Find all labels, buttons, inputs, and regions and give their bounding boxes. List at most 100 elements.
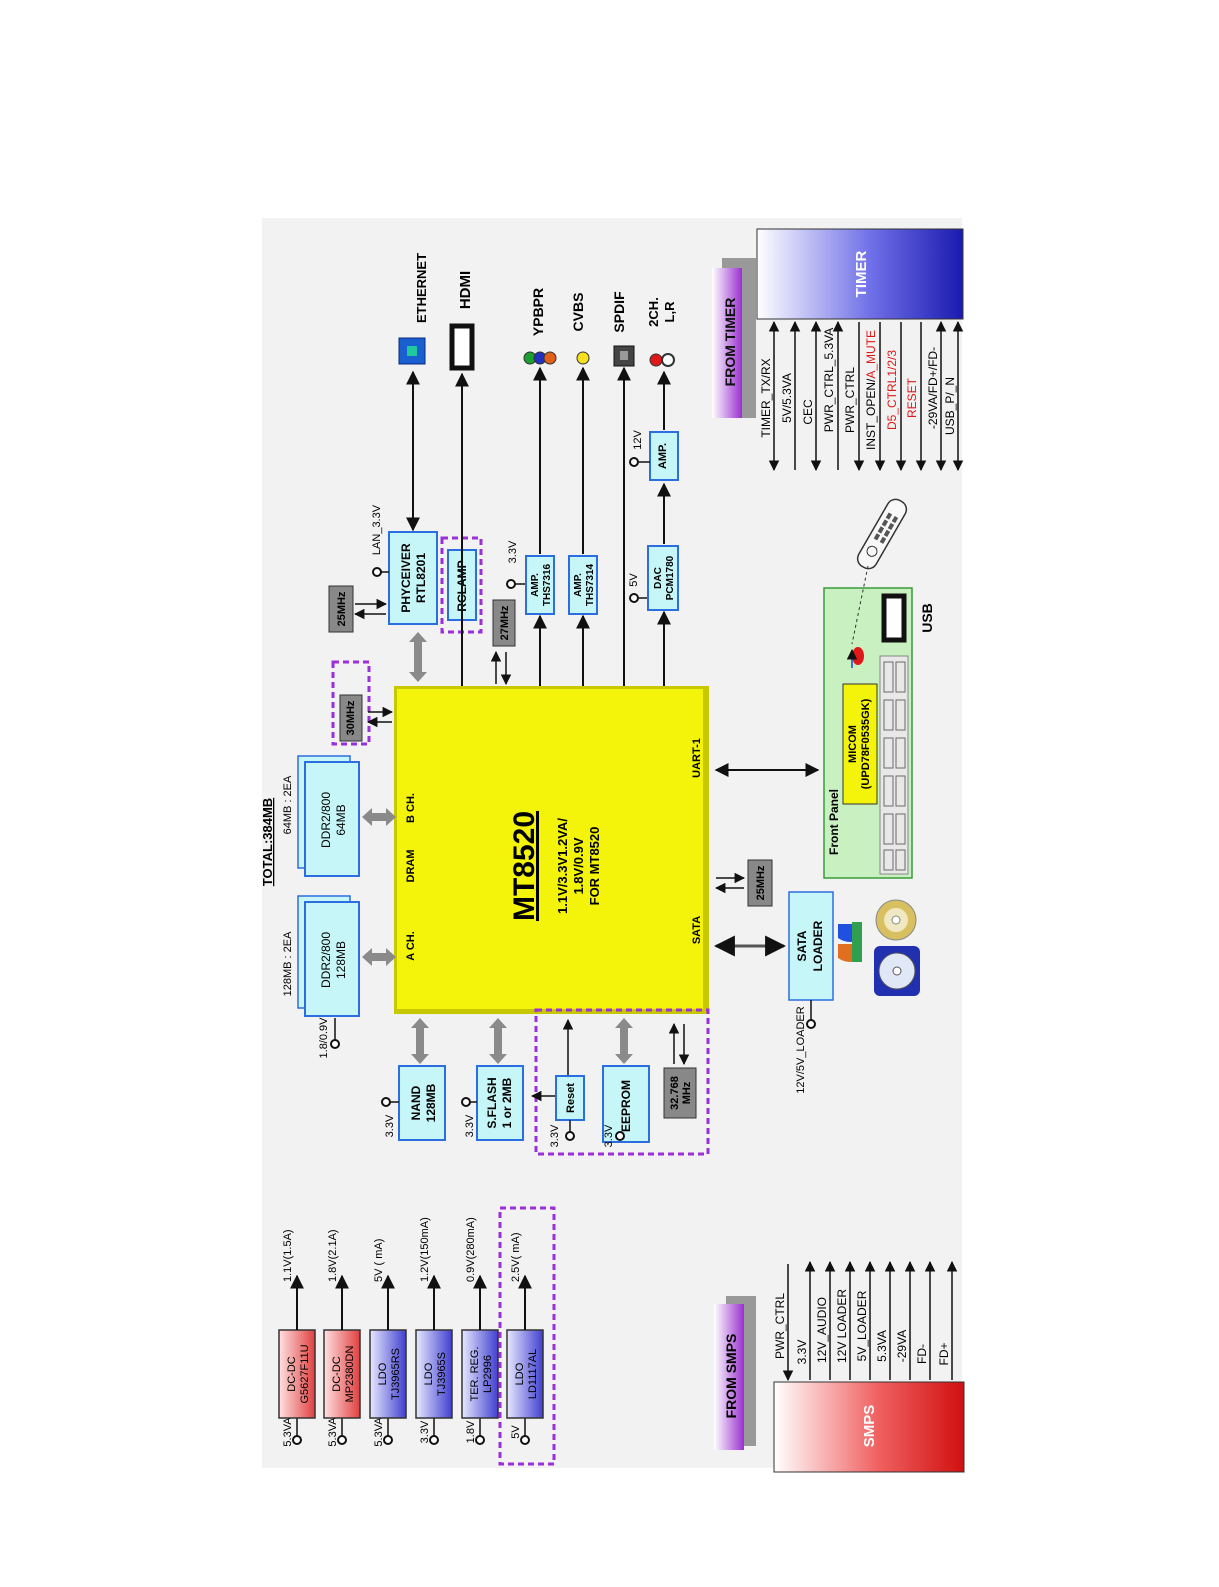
dvd-disc-icon <box>874 946 920 996</box>
micom-line2: (UPD78F0535GK) <box>860 698 872 789</box>
soc-port-a-ch: A CH. <box>405 931 417 961</box>
lan-supply-node <box>372 567 382 577</box>
timer-signal-2: CEC <box>801 399 815 425</box>
regulator-type: DC-DC <box>286 1356 298 1391</box>
regulator-part: TJ3965RS <box>390 1348 402 1400</box>
regulator-output-label: 1.8V(2.1A) <box>327 1229 339 1282</box>
sflash-supply-node <box>461 1097 471 1107</box>
memory-section: TOTAL:384MB 128MB : 2EA 64MB : 2EA DDR2/… <box>260 755 396 1058</box>
ddr-a-link <box>362 948 396 966</box>
smps-section: FROM SMPS SMPS PWR_CTRL 3.3V 12V_AUDIO 1… <box>714 1260 965 1473</box>
dac-line2: PCM1780 <box>665 555 676 600</box>
regulator-output-label: 1.1V(1.5A) <box>282 1229 294 1282</box>
eeprom-supply-node <box>615 1131 625 1141</box>
reset-supply-label: 3.3V <box>549 1124 561 1147</box>
soc-power-line2: 1.8V/0.9V <box>571 837 586 894</box>
smps-signal-6: -29VA <box>895 1330 909 1362</box>
regulator-type: LDO <box>423 1362 435 1385</box>
ddr-a-chip <box>304 901 360 1017</box>
audio-amp-label: AMP. <box>657 443 669 469</box>
ddr-a-line1: DDR2/800 <box>319 932 333 988</box>
storage-section: NAND 128MB 3.3V S.FLASH 1 or 2MB 3.3V Re… <box>381 1008 710 1156</box>
amp-ths7314 <box>568 555 598 615</box>
sata-loader-block <box>788 891 834 1001</box>
ypbpr-connector-icon <box>523 351 557 365</box>
sflash-chip <box>476 1065 524 1141</box>
eeprom-label: EEPROM <box>619 1080 633 1132</box>
video-section: 3.3V AMP. THS7316 AMP. THS7314 YPBPR CVB… <box>506 288 635 686</box>
ddr-supply-node <box>330 1039 340 1049</box>
ddr-a-line2: 128MB <box>334 941 348 979</box>
eeprom-soc-link <box>615 1018 633 1064</box>
regulator-input-label: 5.3VA <box>373 1417 385 1447</box>
regulator-input-label: 1.8V <box>465 1420 477 1443</box>
from-smps-banner <box>714 1304 744 1450</box>
timer-section: FROM TIMER TIMER TIMER_TX/RX 5V/5.3VA CE… <box>712 228 964 472</box>
ld1117-dashed-box <box>498 1206 556 1466</box>
phyceiver-line2: RTL8201 <box>414 553 428 603</box>
hdmi-label: HDMI <box>457 271 474 309</box>
regulator-part: G5627F11U <box>299 1344 311 1403</box>
regulator-input-node <box>337 1435 347 1445</box>
regulator-type: DC-DC <box>331 1356 343 1391</box>
nand-line2: 128MB <box>424 1083 438 1122</box>
timer-signal-7: RESET <box>905 377 919 418</box>
regulator-input-label: 3.3V <box>419 1420 431 1443</box>
from-timer-label: FROM TIMER <box>722 298 738 387</box>
crystal-32k-line2: MHz <box>681 1081 693 1104</box>
soc-name: MT8520 <box>508 811 541 921</box>
sata-supply-label: 12V/5V_LOADER <box>795 1006 807 1093</box>
reset-label: Reset <box>565 1083 577 1113</box>
amp-ths7314-line2: THS7314 <box>585 563 596 606</box>
vfd-segments <box>883 661 906 871</box>
timer-signal-4: PWR_CTRL <box>843 367 857 433</box>
crystal-27mhz-group: 27MHz <box>490 599 516 686</box>
sata-supply-node <box>806 1019 816 1029</box>
from-timer-banner <box>712 268 742 418</box>
lan-supply-label: LAN_3.3V <box>371 504 383 555</box>
smps-signal-1: 3.3V <box>795 1340 809 1365</box>
audio-amp-supply-node <box>629 457 639 467</box>
sflash-soc-link <box>489 1018 507 1064</box>
smps-signal-3: 12V LOADER <box>835 1289 849 1363</box>
dac-pcm1780 <box>647 545 679 611</box>
soc-power-line3: FOR MT8520 <box>587 827 602 906</box>
nand-soc-link <box>411 1018 429 1064</box>
ddr-b-chip <box>304 761 360 877</box>
nand-line1: NAND <box>409 1085 423 1120</box>
phy-soc-link <box>409 632 427 682</box>
sflash-line2: 1 or 2MB <box>500 1077 514 1128</box>
ethernet-label: ETHERNET <box>414 253 429 323</box>
regulator-input-label: 5.3VA <box>327 1417 339 1447</box>
regulator-part: LD1117AL <box>527 1349 539 1399</box>
regulator-box <box>323 1329 361 1419</box>
regulator-input-node <box>383 1435 393 1445</box>
audio-out-line1: 2CH. <box>646 297 661 327</box>
crystal-30mhz: 30MHz <box>345 700 357 735</box>
eeprom-chip <box>602 1065 650 1143</box>
audio-amp <box>649 431 679 481</box>
sata-section: 25MHz SATA LOADER 12V/5V_LOADER <box>713 859 920 1094</box>
dac-supply-label: 5V <box>628 573 640 587</box>
timer-signal-8: -29VA/FD+/FD- <box>926 347 940 429</box>
front-panel-section: Front Panel MICOM (UPD78F0535GK) USB <box>823 498 935 879</box>
dac-line1: DAC <box>653 567 664 589</box>
cvbs-label: CVBS <box>570 293 586 332</box>
micom-line1: MICOM <box>847 725 859 763</box>
ypbpr-label: YPBPR <box>530 288 546 336</box>
crystal-25mhz-lan: 25MHz <box>336 591 348 626</box>
regulator-box <box>415 1329 453 1419</box>
sflash-supply-label: 3.3V <box>464 1114 476 1137</box>
regulator-part: TJ3965S <box>436 1352 448 1396</box>
eeprom-supply-label: 3.3V <box>603 1124 615 1147</box>
timer-signal-lines <box>768 320 964 472</box>
regulator-box <box>506 1329 544 1419</box>
regulator-type: LDO <box>377 1362 389 1385</box>
audio-section: 5V DAC PCM1780 AMP. 12V 2CH. L,R <box>628 297 679 686</box>
smps-title: SMPS <box>861 1405 878 1448</box>
